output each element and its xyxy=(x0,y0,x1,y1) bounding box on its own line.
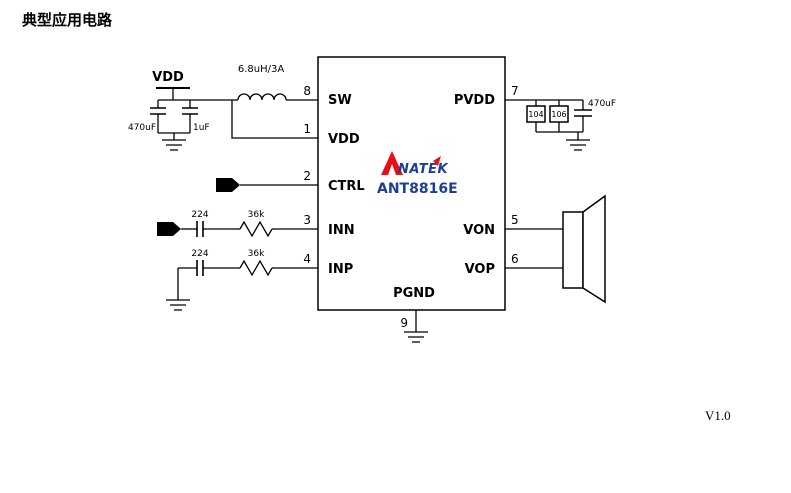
pin-vop-label: VOP xyxy=(465,262,495,277)
inn-terminal-icon xyxy=(157,222,181,236)
capacitor-106: 106 xyxy=(549,100,569,132)
ground-icon xyxy=(166,299,190,311)
boost-inductor: 6.8uH/3A xyxy=(237,64,287,101)
inp-resistor-icon xyxy=(239,259,273,277)
speaker-driver-icon xyxy=(562,211,584,289)
inductor-label: 6.8uH/3A xyxy=(238,64,284,75)
pin-inn-label: INN xyxy=(328,223,355,238)
pin-sw-label: SW xyxy=(328,93,352,108)
page-title: 典型应用电路 xyxy=(22,11,113,29)
pin-pgnd-number: 9 xyxy=(400,316,408,330)
pin-ctrl-label: CTRL xyxy=(328,179,365,194)
inp-input-network: 224 36k xyxy=(166,249,318,311)
cap-box-icon xyxy=(526,105,546,123)
ic-outline xyxy=(317,56,506,311)
ctrl-input xyxy=(216,178,318,192)
pin-von-label: VON xyxy=(463,223,495,238)
cap-470uf-out-label: 470uF xyxy=(588,99,616,109)
logo-accent-icon xyxy=(433,156,441,166)
logo-brand-text: NATEK xyxy=(398,162,448,177)
capacitor-470uf-output: 470uF xyxy=(574,99,616,132)
inp-cap-plates-icon xyxy=(196,260,204,276)
cap-104-label: 104 xyxy=(528,110,543,119)
inp-cap-label: 224 xyxy=(191,249,208,259)
inductor-coil-icon xyxy=(237,93,287,101)
pin-vdd-label: VDD xyxy=(328,132,360,147)
capacitor-1uf-input: 1uF xyxy=(182,100,210,133)
logo-a-icon xyxy=(381,151,403,175)
cap-plates-icon xyxy=(182,107,198,115)
pvdd-decoupling-network: 104 106 470uF xyxy=(505,99,616,151)
speaker-output xyxy=(505,194,606,304)
cap-1uf-label: 1uF xyxy=(193,123,210,133)
inn-cap-label: 224 xyxy=(191,210,208,220)
ground-icon xyxy=(566,139,590,151)
pin-inp-number: 4 xyxy=(303,252,311,266)
version-label: V1.0 xyxy=(705,408,731,423)
cap-plates-icon xyxy=(150,107,166,115)
pin-pvdd-label: PVDD xyxy=(454,93,495,108)
pin-pgnd-label: PGND xyxy=(393,286,435,301)
cap-plates-icon xyxy=(574,109,592,117)
ctrl-terminal-icon xyxy=(216,178,240,192)
ground-icon xyxy=(162,139,186,151)
pin-inp-label: INP xyxy=(328,262,353,277)
inn-cap-plates-icon xyxy=(196,221,204,237)
inp-res-label: 36k xyxy=(248,249,265,259)
ic-part-number: ANT8816E xyxy=(377,181,458,197)
anatek-logo: NATEK xyxy=(381,151,448,177)
pin-von-number: 5 xyxy=(511,213,519,227)
vdd-supply-network: VDD 470uF 1uF 6.8uH/3A xyxy=(128,64,318,151)
pin-inn-number: 3 xyxy=(303,213,311,227)
inn-res-label: 36k xyxy=(248,210,265,220)
cap-470uf-label: 470uF xyxy=(128,123,156,133)
cap-106-label: 106 xyxy=(551,110,566,119)
pin-vdd-number: 1 xyxy=(303,122,311,136)
speaker-cone-icon xyxy=(582,194,606,304)
capacitor-104: 104 xyxy=(526,100,546,132)
pin-sw-number: 8 xyxy=(303,84,311,98)
inn-resistor-icon xyxy=(239,220,273,238)
pvdd-ground-bus xyxy=(536,131,583,140)
capacitor-470uf-input: 470uF xyxy=(128,100,166,133)
pin-pvdd-number: 7 xyxy=(511,84,519,98)
pin-vop-number: 6 xyxy=(511,252,519,266)
cap-box-icon xyxy=(549,105,569,123)
ic-body: NATEK ANT8816E SW VDD CTRL INN INP PVDD … xyxy=(317,56,506,311)
vdd-supply-label: VDD xyxy=(152,70,184,85)
pin-numbers: 8 1 2 3 4 7 5 6 9 xyxy=(303,84,518,330)
inn-input-network: 224 36k xyxy=(157,210,318,238)
vdd-pin-wire xyxy=(231,100,318,139)
ground-icon xyxy=(404,331,428,343)
pin-ctrl-number: 2 xyxy=(303,169,311,183)
pgnd-network xyxy=(404,310,428,343)
cap-ground-bus xyxy=(158,132,190,140)
